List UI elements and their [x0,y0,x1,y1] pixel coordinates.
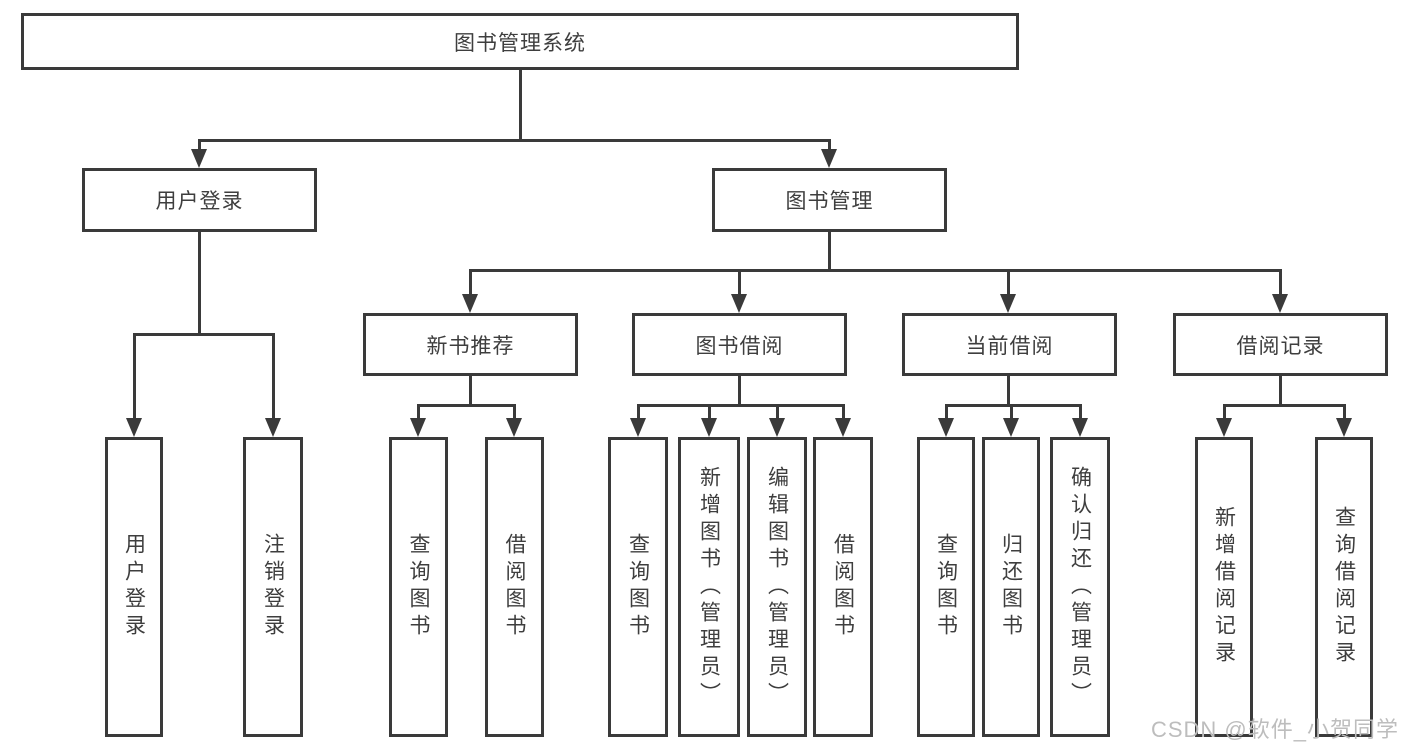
node-label: 查询图书 [934,533,958,641]
watermark: CSDN @软件_小贺同学 [1150,717,1399,742]
connector-line [637,404,640,420]
connector-line [519,68,522,141]
arrow-down-icon [701,418,717,437]
arrow-down-icon [821,149,837,168]
connector-line [637,404,845,407]
node-book-management: 图书管理 [712,168,947,232]
connector-line [469,376,472,407]
connector-line [469,269,1282,272]
arrow-down-icon [1216,418,1232,437]
node-borrowing-records: 借阅记录 [1173,313,1388,376]
connector-line [1279,376,1282,407]
node-label: 新增借阅记录 [1212,506,1236,668]
connector-line [198,232,201,336]
node-label: 归还图书 [999,533,1023,641]
connector-line [1007,269,1010,297]
arrow-down-icon [265,418,281,437]
node-new-book-recommendation: 新书推荐 [363,313,578,376]
connector-line [417,404,420,420]
connector-line [198,139,201,152]
arrow-down-icon [731,294,747,313]
node-label: 查询图书 [407,533,430,641]
leaf-borrow-books-borrow: 借阅图书 [813,437,873,737]
node-label: 确认归还（管理员） [1068,465,1092,709]
node-book-borrowing: 图书借阅 [632,313,847,376]
connector-line [1079,404,1082,420]
connector-line [133,333,275,336]
node-label: 用户登录 [122,533,146,641]
arrow-down-icon [1000,294,1016,313]
arrow-down-icon [630,418,646,437]
arrow-down-icon [191,149,207,168]
node-label: 借阅记录 [1236,334,1325,358]
connector-line [513,404,516,420]
connector-line [1223,404,1226,420]
node-label: 图书管理系统 [454,31,586,55]
leaf-query-books-current: 查询图书 [917,437,975,737]
leaf-return-books: 归还图书 [982,437,1040,737]
connector-line [828,139,831,152]
arrow-down-icon [1072,418,1088,437]
arrow-down-icon [506,418,522,437]
node-book-management-system: 图书管理系统 [21,13,1019,70]
node-label: 图书借阅 [695,334,784,358]
node-label: 新增图书（管理员） [697,465,721,709]
leaf-query-books-recommend: 查询图书 [389,437,448,737]
node-label: 新书推荐 [426,334,515,358]
connector-line [469,269,472,297]
leaf-query-borrow-record: 查询借阅记录 [1315,437,1373,737]
connector-line [417,404,516,407]
connector-line [1010,404,1013,420]
leaf-user-login: 用户登录 [105,437,163,737]
leaf-logout-login: 注销登录 [243,437,303,737]
node-label: 借阅图书 [831,533,855,641]
leaf-confirm-return-admin: 确认归还（管理员） [1050,437,1110,737]
arrow-down-icon [1003,418,1019,437]
arrow-down-icon [835,418,851,437]
arrow-down-icon [1272,294,1288,313]
arrow-down-icon [410,418,426,437]
arrow-down-icon [462,294,478,313]
connector-line [945,404,1081,407]
leaf-borrow-books-recommend: 借阅图书 [485,437,544,737]
connector-line [1223,404,1345,407]
connector-line [776,404,779,420]
node-label: 用户登录 [155,190,244,213]
arrow-down-icon [938,418,954,437]
node-label: 图书管理 [785,190,874,213]
arrow-down-icon [769,418,785,437]
arrow-down-icon [1336,418,1352,437]
node-label: 查询图书 [626,533,650,641]
connector-line [1007,376,1010,407]
node-label: 注销登录 [261,533,285,641]
node-label: 当前借阅 [965,334,1054,358]
leaf-query-books-borrow: 查询图书 [608,437,668,737]
node-label: 编辑图书（管理员） [765,465,789,709]
node-label: 查询借阅记录 [1332,506,1356,668]
node-user-login: 用户登录 [82,168,317,232]
connector-line [133,333,136,420]
connector-line [1343,404,1346,420]
connector-line [708,404,711,420]
leaf-add-borrow-record: 新增借阅记录 [1195,437,1253,737]
connector-line [842,404,845,420]
leaf-edit-books-admin: 编辑图书（管理员） [747,437,807,737]
connector-line [1279,269,1282,297]
connector-line [738,376,741,407]
connector-line [272,333,275,420]
connector-line [945,404,948,420]
node-current-borrowing: 当前借阅 [902,313,1117,376]
leaf-add-books-admin: 新增图书（管理员） [678,437,740,737]
connector-line [828,232,831,272]
node-label: 借阅图书 [503,533,526,641]
arrow-down-icon [126,418,142,437]
connector-line [198,139,831,142]
connector-line [738,269,741,297]
